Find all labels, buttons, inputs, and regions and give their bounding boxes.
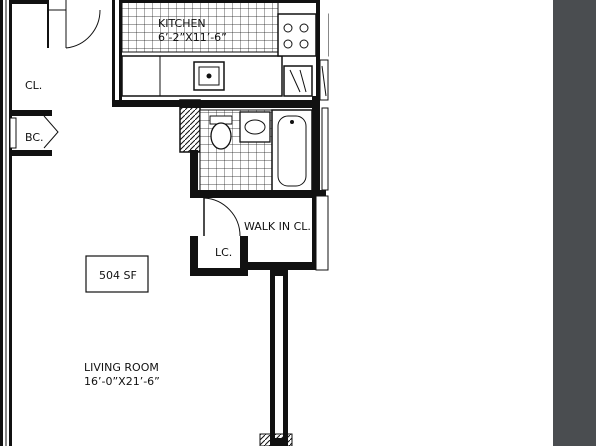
exterior-wall-left: [0, 0, 12, 446]
floorplan-drawing: KITCHEN 6’-2”X11’-6” CL. BC. LC. WALK IN…: [0, 0, 329, 446]
walk-in-closet-label: WALK IN CL.: [244, 220, 311, 233]
kitchen-name-label: KITCHEN: [158, 17, 206, 30]
entry-door: [12, 0, 101, 49]
living-room-name-label: LIVING ROOM: [84, 361, 159, 374]
living-room-right-wall: [259, 270, 293, 446]
closet-wall: [9, 110, 59, 156]
broom-closet-label: BC.: [25, 131, 44, 144]
kitchen: [112, 0, 329, 107]
area-box: [85, 255, 149, 293]
side-panel: [553, 0, 596, 446]
living-room-dims-label: 16’-0”X21’-6”: [84, 375, 160, 388]
closet-label: CL.: [25, 79, 42, 92]
walk-in-closet: [190, 195, 329, 276]
linen-closet-label: LC.: [215, 246, 232, 259]
area-label: 504 SF: [99, 269, 137, 282]
kitchen-dims-label: 6’-2”X11’-6”: [158, 31, 227, 44]
